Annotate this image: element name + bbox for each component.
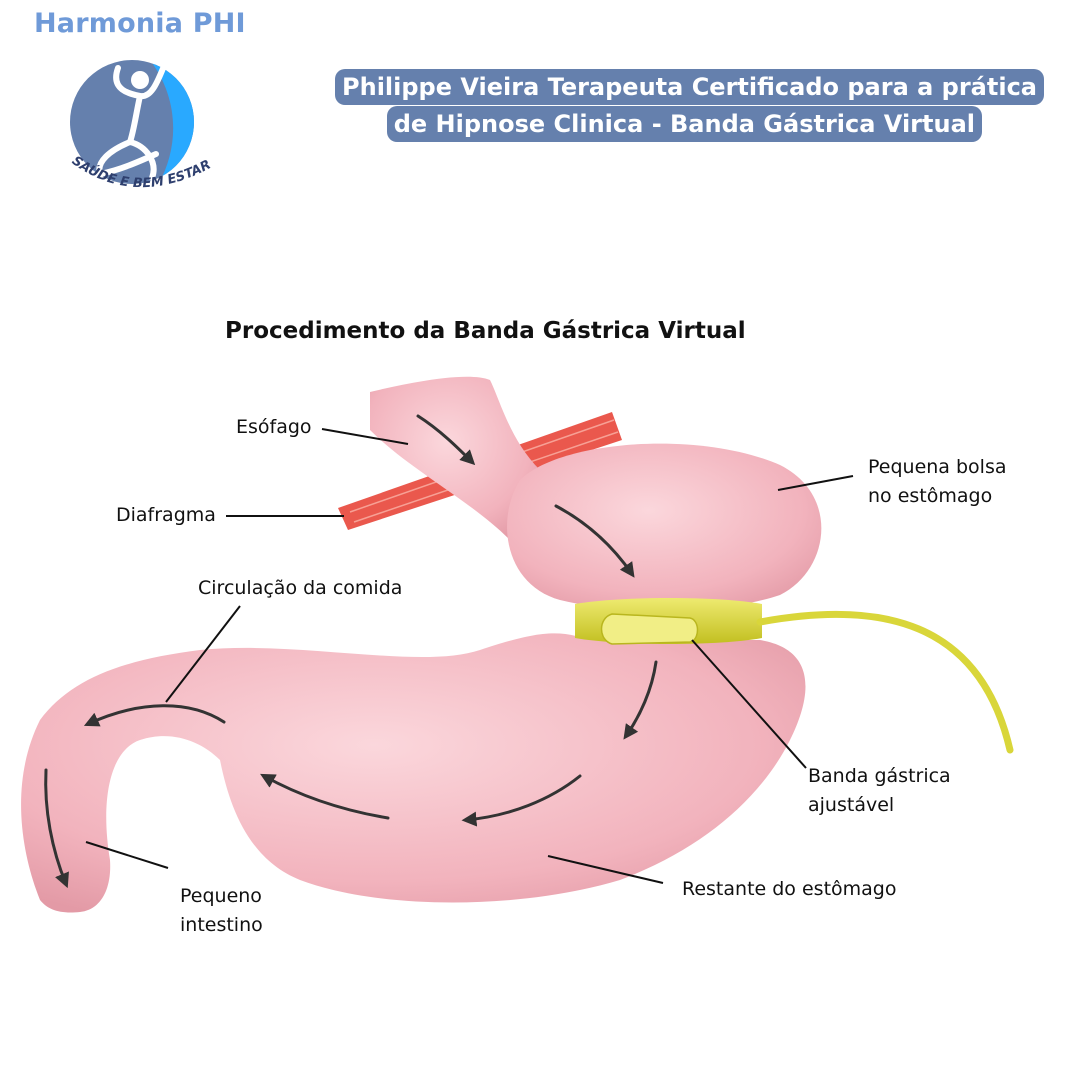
label-small-intestine-line2: intestino — [180, 914, 263, 936]
band-buckle — [600, 613, 699, 645]
label-esophagus: Esófago — [236, 416, 312, 438]
remaining-stomach — [21, 633, 806, 913]
food-flow-arrows — [44, 414, 658, 889]
label-food-circulation: Circulação da comida — [198, 577, 403, 599]
leader-lines — [85, 428, 854, 884]
band-tube — [756, 610, 1014, 754]
label-small-intestine-line1: Pequeno — [180, 885, 262, 907]
header-line-2: de Hipnose Clinica - Banda Gástrica Virt… — [386, 106, 982, 142]
label-small-pouch-line1: Pequena bolsa — [868, 456, 1007, 478]
label-diaphragm: Diafragma — [116, 504, 216, 526]
label-small-intestine: Pequeno intestino — [180, 882, 263, 940]
label-small-pouch-line2: no estômago — [868, 485, 993, 507]
logo: SAÚDE E BEM ESTAR — [69, 60, 213, 191]
yoga-figure-icon — [96, 63, 167, 181]
header-line-1: Philippe Vieira Terapeuta Certificado pa… — [335, 69, 1044, 105]
label-small-pouch: Pequena bolsa no estômago — [868, 453, 1007, 511]
diagram-title: Procedimento da Banda Gástrica Virtual — [225, 318, 746, 344]
label-remaining-stomach: Restante do estômago — [682, 878, 897, 900]
label-gastric-band: Banda gástrica ajustável — [808, 762, 951, 820]
esophagus — [370, 376, 540, 540]
stomach-pouch — [507, 443, 822, 611]
brand-name: Harmonia PHI — [34, 8, 246, 39]
label-gastric-band-line1: Banda gástrica — [808, 765, 951, 787]
stomach-illustration — [21, 376, 1014, 913]
label-gastric-band-line2: ajustável — [808, 794, 895, 816]
